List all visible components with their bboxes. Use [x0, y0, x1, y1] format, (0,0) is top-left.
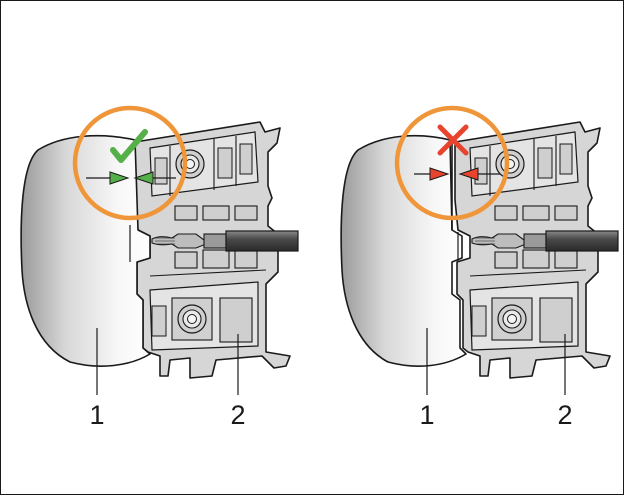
panel-correct-installation: 1 2	[20, 105, 299, 430]
callout-number-1: 1	[89, 400, 104, 430]
callout-number-2: 2	[557, 400, 572, 430]
cross-mark-icon	[437, 124, 469, 156]
callout-number-2: 2	[230, 400, 245, 430]
mounting-plate-part-2	[454, 121, 619, 379]
callout-number-1: 1	[419, 400, 434, 430]
check-mark-icon	[110, 129, 148, 163]
panel-incorrect-installation: 1 2	[340, 105, 619, 430]
highlight-circle	[72, 105, 188, 221]
alignment-arrows-icon	[414, 167, 500, 181]
alignment-arrows-icon	[86, 171, 176, 185]
mounting-plate-part-2	[134, 121, 299, 379]
highlight-circle	[394, 105, 510, 221]
cover-part-1	[20, 134, 151, 367]
cover-part-1	[340, 134, 467, 367]
